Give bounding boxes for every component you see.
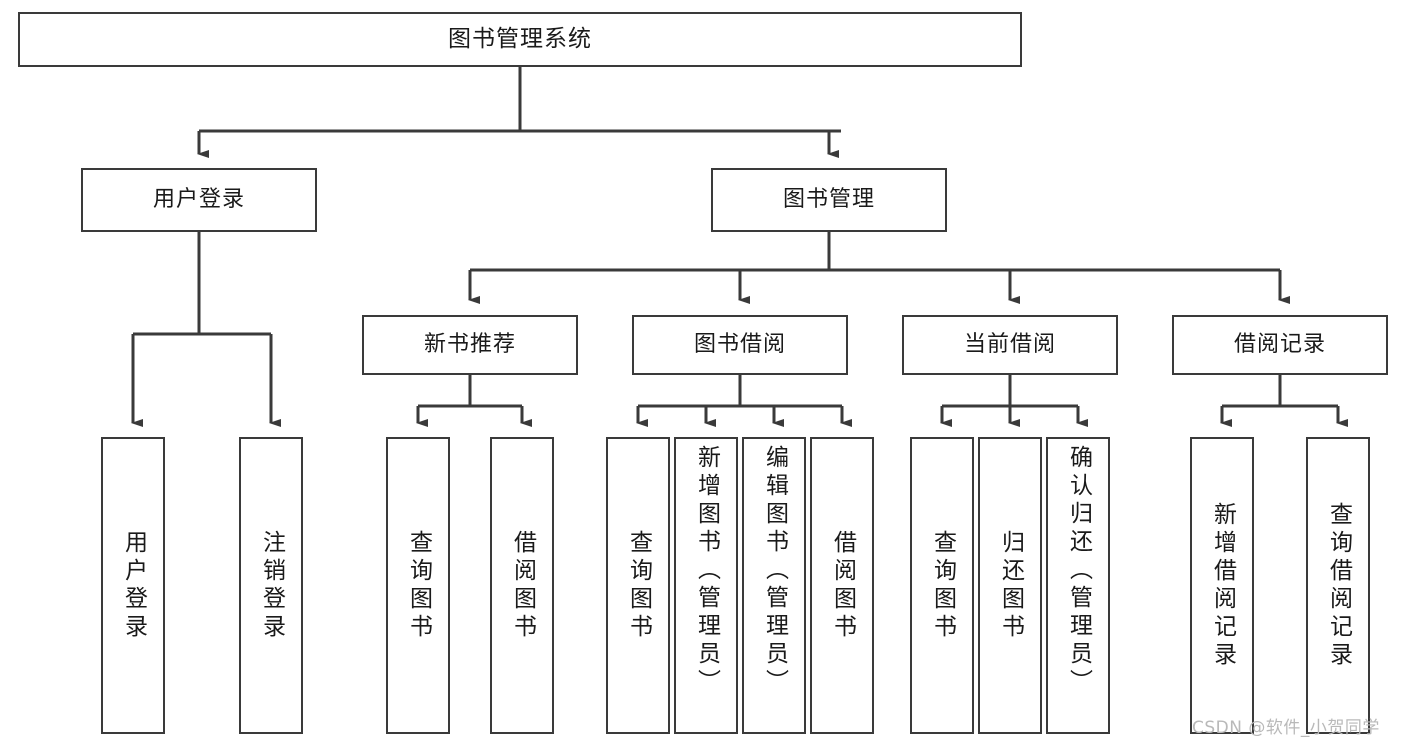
node-leaf-borrow-book-borrow[interactable]: 借阅图书 xyxy=(810,437,874,734)
node-borrow-record-label: 借阅记录 xyxy=(1233,332,1326,358)
node-current-borrow[interactable]: 当前借阅 xyxy=(902,315,1118,375)
node-leaf-query-book-current-label: 查询图书 xyxy=(929,529,956,642)
node-leaf-query-borrow-record[interactable]: 查询借阅记录 xyxy=(1306,437,1370,734)
node-root-book-management-system[interactable]: 图书管理系统 xyxy=(18,12,1022,67)
node-leaf-query-book-borrow-label: 查询图书 xyxy=(625,529,652,642)
node-leaf-edit-book-admin-label: 编辑图书（管理员） xyxy=(761,445,788,697)
node-new-book-recommend[interactable]: 新书推荐 xyxy=(362,315,578,375)
node-leaf-borrow-book-borrow-label: 借阅图书 xyxy=(829,529,856,642)
node-book-manage-label: 图书管理 xyxy=(782,187,875,213)
node-leaf-add-borrow-record-label: 新增借阅记录 xyxy=(1209,501,1236,670)
node-leaf-user-logout[interactable]: 注销登录 xyxy=(239,437,303,734)
node-leaf-query-book-recommend-label: 查询图书 xyxy=(405,529,432,642)
csdn-watermark: CSDN @软件_小贺同学 xyxy=(1192,718,1380,738)
node-book-borrow[interactable]: 图书借阅 xyxy=(632,315,848,375)
node-leaf-add-book-admin[interactable]: 新增图书（管理员） xyxy=(674,437,738,734)
node-leaf-return-book[interactable]: 归还图书 xyxy=(978,437,1042,734)
node-leaf-user-logout-label: 注销登录 xyxy=(258,529,285,642)
node-leaf-confirm-return-admin-label: 确认归还（管理员） xyxy=(1065,445,1092,697)
node-leaf-user-login-label: 用户登录 xyxy=(120,529,147,642)
node-leaf-user-login[interactable]: 用户登录 xyxy=(101,437,165,734)
node-leaf-borrow-book-recommend[interactable]: 借阅图书 xyxy=(490,437,554,734)
node-leaf-query-book-recommend[interactable]: 查询图书 xyxy=(386,437,450,734)
node-root-label: 图书管理系统 xyxy=(448,25,592,52)
node-leaf-return-book-label: 归还图书 xyxy=(997,529,1024,642)
node-leaf-add-book-admin-label: 新增图书（管理员） xyxy=(693,445,720,697)
node-leaf-query-book-borrow[interactable]: 查询图书 xyxy=(606,437,670,734)
node-new-book-recommend-label: 新书推荐 xyxy=(423,332,516,358)
node-leaf-query-borrow-record-label: 查询借阅记录 xyxy=(1325,501,1352,670)
node-leaf-add-borrow-record[interactable]: 新增借阅记录 xyxy=(1190,437,1254,734)
node-book-borrow-label: 图书借阅 xyxy=(693,332,786,358)
node-user-login[interactable]: 用户登录 xyxy=(81,168,317,232)
node-leaf-edit-book-admin[interactable]: 编辑图书（管理员） xyxy=(742,437,806,734)
node-current-borrow-label: 当前借阅 xyxy=(963,332,1056,358)
node-user-login-label: 用户登录 xyxy=(152,187,245,213)
node-leaf-confirm-return-admin[interactable]: 确认归还（管理员） xyxy=(1046,437,1110,734)
node-borrow-record[interactable]: 借阅记录 xyxy=(1172,315,1388,375)
node-book-manage[interactable]: 图书管理 xyxy=(711,168,947,232)
node-leaf-borrow-book-recommend-label: 借阅图书 xyxy=(509,529,536,642)
node-leaf-query-book-current[interactable]: 查询图书 xyxy=(910,437,974,734)
